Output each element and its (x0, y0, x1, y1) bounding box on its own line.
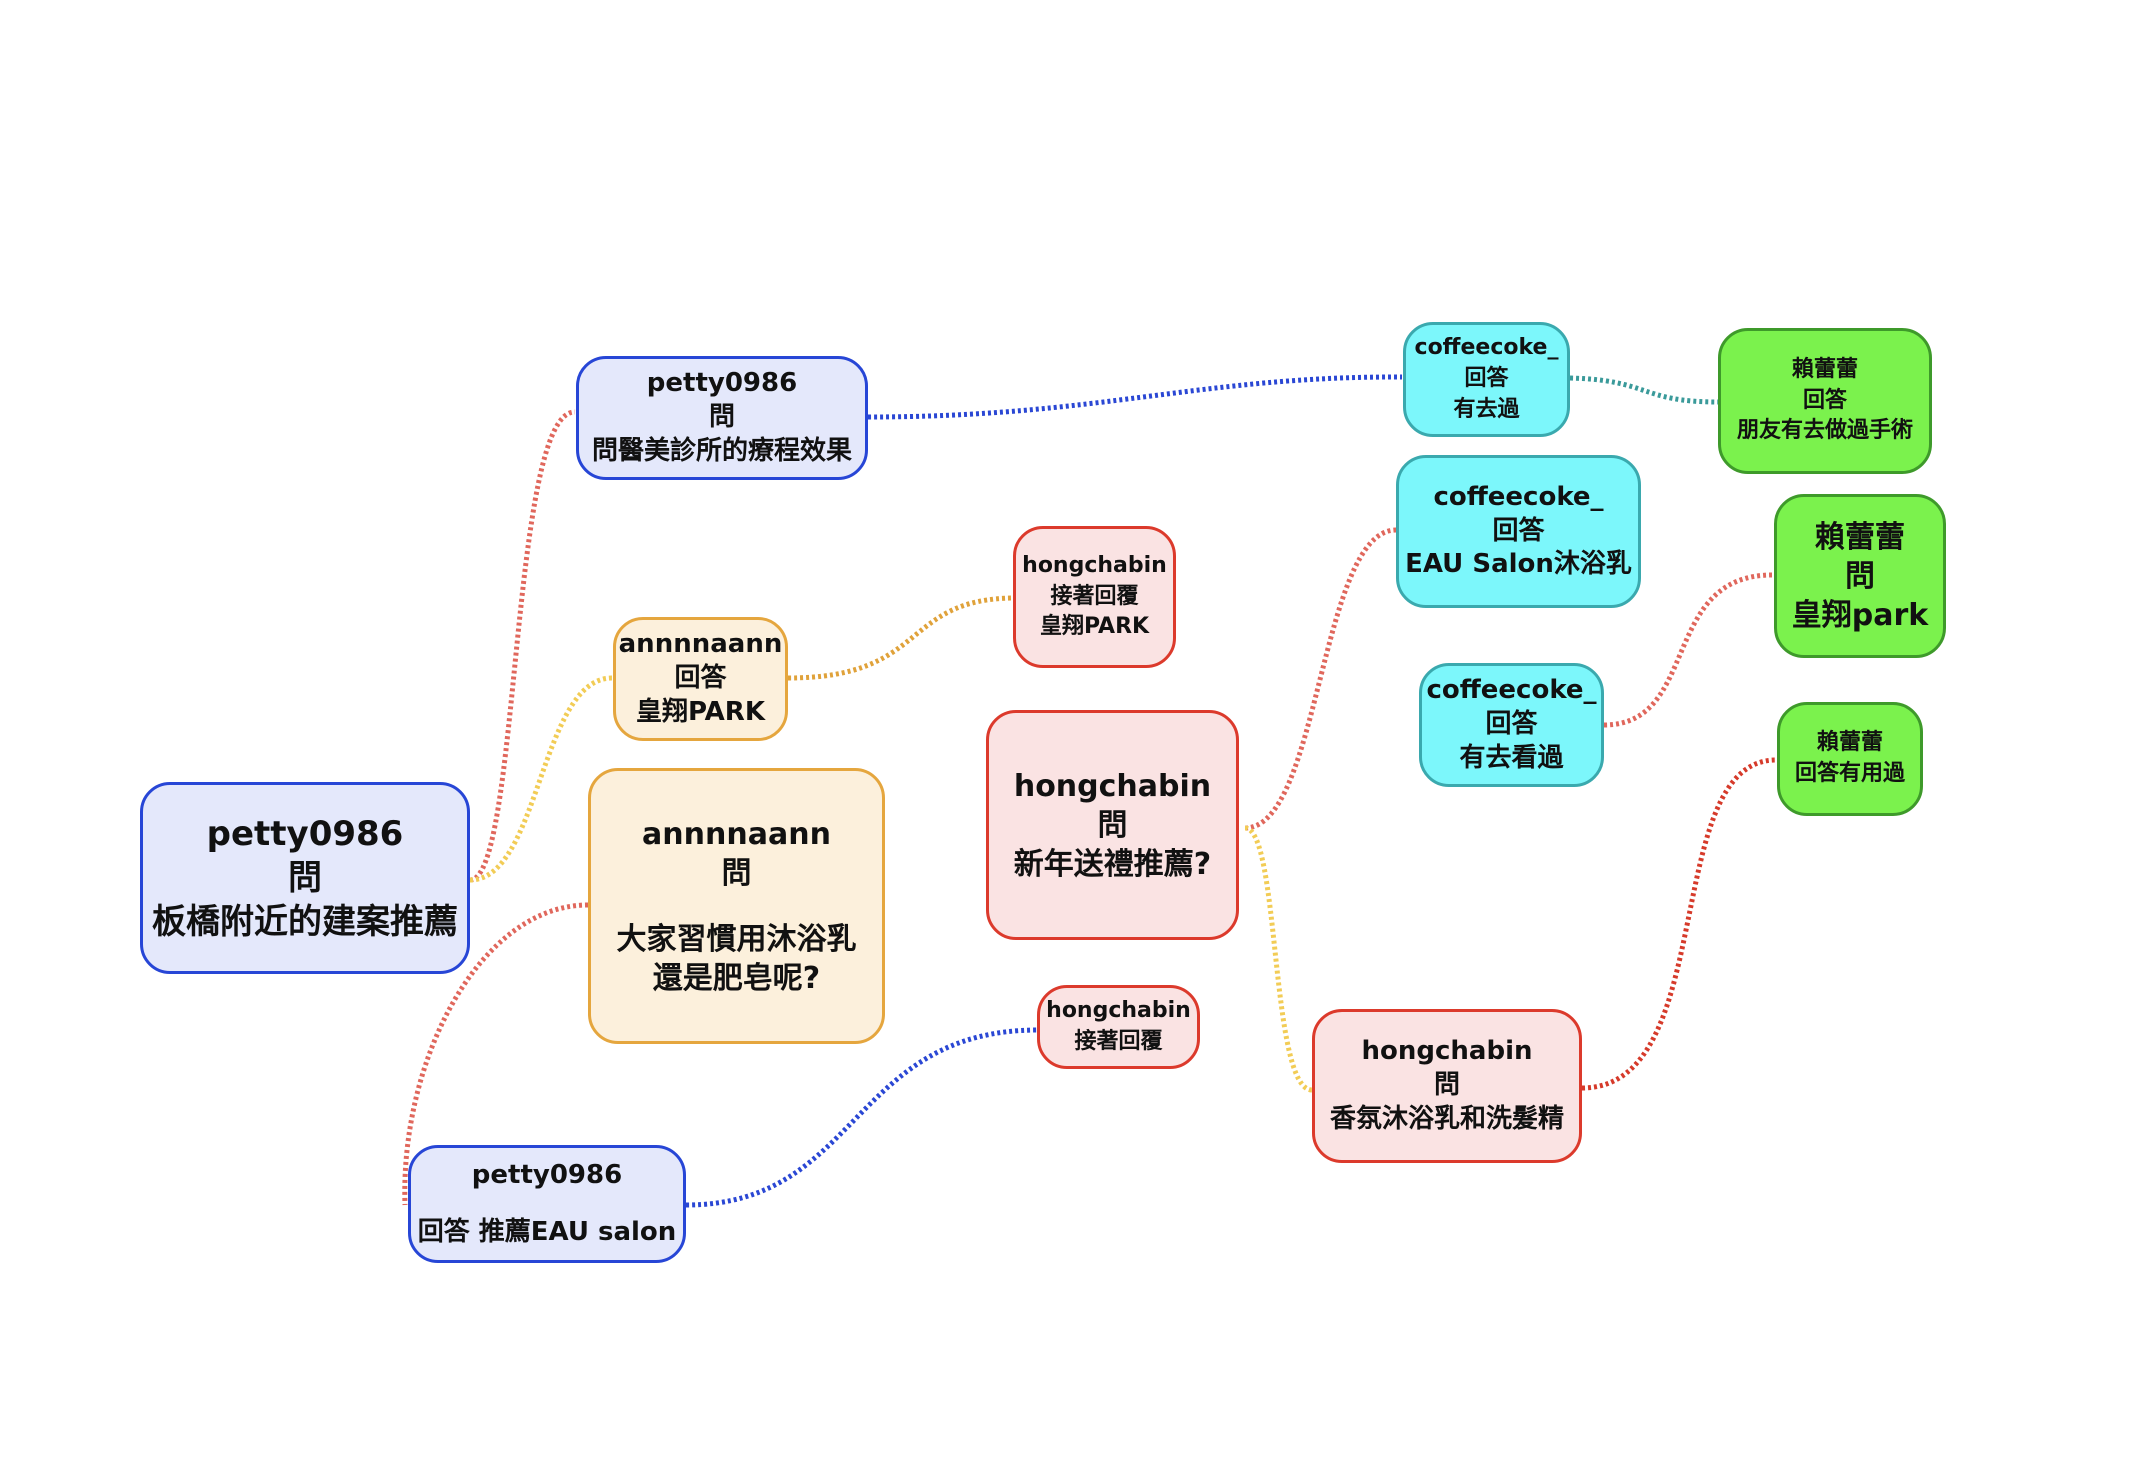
node-user: 賴蕾蕾 (1791, 356, 1858, 382)
node-type: 問 (708, 402, 735, 433)
link-annnnaann-to-hongchabin-park (787, 595, 1017, 681)
node-type: 回答 (674, 663, 727, 694)
node-annnnaann-question[interactable]: annnnaann 問 大家習慣用沐浴乳 還是肥皂呢? (588, 768, 885, 1044)
node-coffeecoke-clinic-answer[interactable]: coffeecoke_ 回答 有去過 (1403, 322, 1570, 437)
node-type: 接著回覆 (1050, 583, 1139, 609)
node-hongchabin-reply-park[interactable]: hongchabin 接著回覆 皇翔PARK (1013, 526, 1176, 668)
node-lai-question[interactable]: 賴蕾蕾 問 皇翔park (1774, 494, 1946, 658)
node-text: 有去看過 (1459, 742, 1564, 773)
link-petty-answer-to-hongchabin-reply (685, 1027, 1039, 1208)
node-type: 問 (288, 857, 322, 898)
node-user: 賴蕾蕾 (1815, 519, 1905, 555)
link-hongchabin-question-to-coffeecoke-eau (1244, 527, 1397, 831)
node-type: 回答 (1492, 515, 1545, 546)
node-user: hongchabin (1013, 768, 1212, 804)
link-coffeecoke-to-lai-friend (1569, 375, 1719, 405)
node-text: 皇翔PARK (636, 696, 765, 727)
node-user: annnnaann (642, 816, 831, 852)
link-root-to-petty-answer (402, 902, 589, 1206)
node-type: 問 (1433, 1070, 1460, 1101)
node-lai-used-answer[interactable]: 賴蕾蕾 回答有用過 (1777, 702, 1923, 816)
node-hongchabin-question2[interactable]: hongchabin 問 香氛沐浴乳和洗髮精 (1312, 1009, 1582, 1163)
node-type: 回答 (1485, 709, 1538, 740)
node-coffeecoke-seen-answer[interactable]: coffeecoke_ 回答 有去看過 (1419, 663, 1604, 787)
node-hongchabin-reply[interactable]: hongchabin 接著回覆 (1037, 985, 1200, 1069)
node-text: 朋友有去做過手術 (1736, 418, 1913, 444)
node-petty-answer[interactable]: petty0986 回答 推薦EAU salon (408, 1145, 686, 1263)
node-user: hongchabin (1046, 998, 1191, 1024)
node-type: 回答 (1464, 366, 1509, 392)
node-type: 問 (1845, 558, 1875, 594)
node-type: 問 (721, 855, 752, 891)
node-text: 皇翔park (1791, 597, 1929, 633)
node-text: 還是肥皂呢? (652, 960, 821, 996)
node-user: annnnaann (618, 629, 783, 660)
link-root-to-annnnaann-answer (469, 675, 613, 883)
node-user: petty0986 (646, 368, 798, 399)
node-type: 回答 (1802, 387, 1847, 413)
node-text: 有去過 (1453, 396, 1520, 422)
node-text: 皇翔PARK (1039, 614, 1150, 640)
node-type: 接著回覆 (1074, 1029, 1163, 1054)
link-coffeecoke-seen-to-lai-question (1603, 572, 1773, 728)
node-user: coffeecoke_ (1414, 335, 1559, 361)
node-user: petty0986 (471, 1159, 623, 1190)
node-clinic-question[interactable]: petty0986 問 問醫美診所的療程效果 (576, 356, 868, 480)
node-text: 回答有用過 (1794, 761, 1905, 786)
node-type: 問 (1097, 807, 1128, 843)
node-text: 板橋附近的建案推薦 (152, 902, 458, 943)
link-root-to-clinic-question (469, 409, 576, 883)
node-text: 問醫美診所的療程效果 (591, 435, 852, 466)
node-text: 回答 推薦EAU salon (417, 1216, 677, 1247)
link-clinic-to-coffeecoke (867, 374, 1403, 420)
node-text: 大家習慣用沐浴乳 (616, 921, 857, 957)
node-user: hongchabin (1361, 1036, 1533, 1067)
node-user: coffeecoke_ (1426, 675, 1597, 706)
node-root-question[interactable]: petty0986 問 板橋附近的建案推薦 (140, 782, 470, 974)
node-annnnaann-answer[interactable]: annnnaann 回答 皇翔PARK (613, 617, 788, 741)
node-text: 新年送禮推薦? (1013, 846, 1212, 882)
node-user: petty0986 (206, 813, 404, 854)
node-user: coffeecoke_ (1433, 481, 1604, 512)
link-question2-to-lai-used (1581, 757, 1777, 1091)
node-hongchabin-question[interactable]: hongchabin 問 新年送禮推薦? (986, 710, 1239, 940)
node-text: EAU Salon沐浴乳 (1405, 549, 1632, 580)
link-hongchabin-question-to-question2 (1244, 825, 1313, 1093)
node-user: hongchabin (1022, 552, 1167, 578)
node-text: 香氛沐浴乳和洗髮精 (1329, 1103, 1564, 1134)
node-coffeecoke-eau-answer[interactable]: coffeecoke_ 回答 EAU Salon沐浴乳 (1396, 455, 1641, 608)
node-lai-friend-answer[interactable]: 賴蕾蕾 回答 朋友有去做過手術 (1718, 328, 1932, 474)
node-user: 賴蕾蕾 (1816, 730, 1883, 756)
